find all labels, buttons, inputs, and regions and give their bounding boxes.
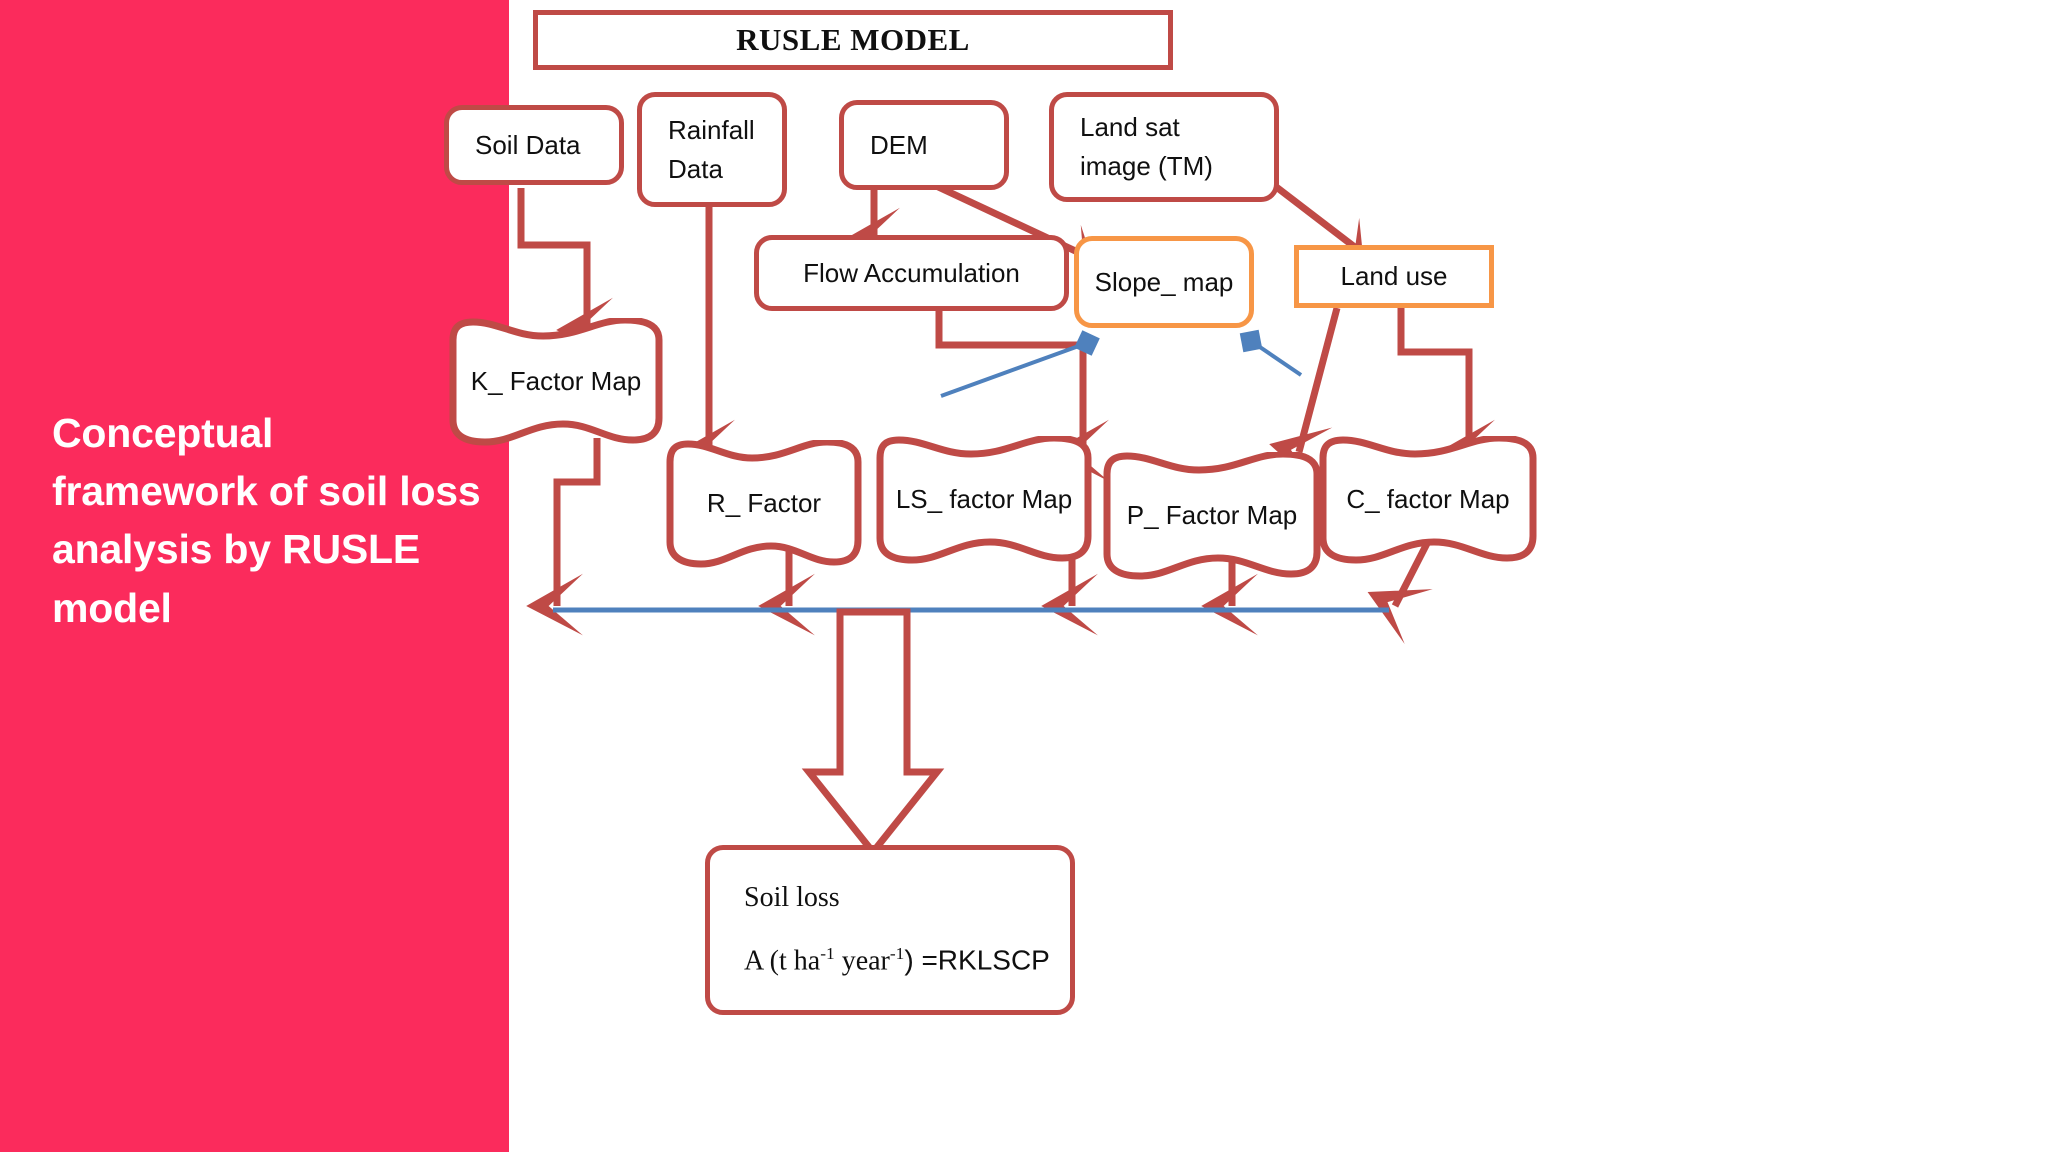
node-slope-map[interactable]: Slope_ map [1074,236,1254,328]
formula-suffix: ) =RKLSCP [904,944,1050,976]
slide-caption: Conceptual framework of soil loss analys… [52,410,481,631]
node-p-factor-map-label: P_ Factor Map [1126,500,1298,530]
link-landuse-to-slope [1239,329,1303,377]
arrow-flow-to-ls [935,311,1109,482]
node-dem[interactable]: DEM [839,100,1009,190]
node-soil-loss[interactable]: Soil loss A (t ha-1 year-1) =RKLSCP [705,845,1075,1015]
node-flow-accumulation-label: Flow Accumulation [803,257,1020,288]
arrow-soil-to-k [517,188,613,360]
node-soil-data[interactable]: Soil Data [444,105,624,185]
node-k-factor-map[interactable]: K_ Factor Map [447,318,665,446]
node-landsat-image[interactable]: Land sat image (TM) [1049,92,1279,202]
node-land-use-label: Land use [1340,261,1448,291]
node-p-factor-map[interactable]: P_ Factor Map [1101,452,1323,580]
arrow-landuse-to-p [1269,307,1341,488]
formula-prefix: A (t ha [744,945,821,977]
block-arrow-to-soil-loss [801,608,945,858]
link-ls-to-slope [940,330,1100,398]
node-landsat-image-label-2: image (TM) [1080,151,1213,181]
rusle-flow-diagram: RUSLE MODEL Soil Data Rainfall Data DEM … [444,0,2048,1152]
diagram-title-box: RUSLE MODEL [533,10,1173,70]
node-ls-factor-map[interactable]: LS_ factor Map [874,436,1094,564]
formula-sup-1: -1 [820,944,835,964]
left-title-panel: Conceptual framework of soil loss analys… [0,0,509,1152]
node-r-factor[interactable]: R_ Factor [664,440,864,568]
arrow-landuse-to-c [1397,308,1495,482]
node-soil-loss-formula: A (t ha-1 year-1) =RKLSCP [744,944,1050,977]
node-rainfall-data[interactable]: Rainfall Data [637,92,787,207]
arrow-dem-to-slope [932,181,1137,290]
node-c-factor-map-label: C_ factor Map [1346,484,1510,514]
node-c-factor-map[interactable]: C_ factor Map [1317,436,1539,564]
node-k-factor-map-label: K_ Factor Map [470,366,642,396]
node-r-factor-label: R_ Factor [706,488,822,518]
diagram-title: RUSLE MODEL [736,22,970,57]
formula-mid: year [834,945,890,977]
node-dem-label: DEM [870,129,928,160]
node-rainfall-data-label-2: Data [668,153,723,184]
node-ls-factor-map-label: LS_ factor Map [895,484,1073,514]
node-land-use[interactable]: Land use [1294,245,1494,308]
node-landsat-image-label-1: Land sat [1080,112,1180,142]
node-flow-accumulation[interactable]: Flow Accumulation [754,235,1069,311]
node-rainfall-data-label-1: Rainfall [668,114,755,145]
node-slope-map-label: Slope_ map [1094,266,1234,297]
node-soil-loss-title: Soil loss [744,882,840,914]
arrow-k-to-bus [526,438,601,636]
node-soil-data-label: Soil Data [475,129,581,160]
formula-sup-2: -1 [889,944,905,964]
